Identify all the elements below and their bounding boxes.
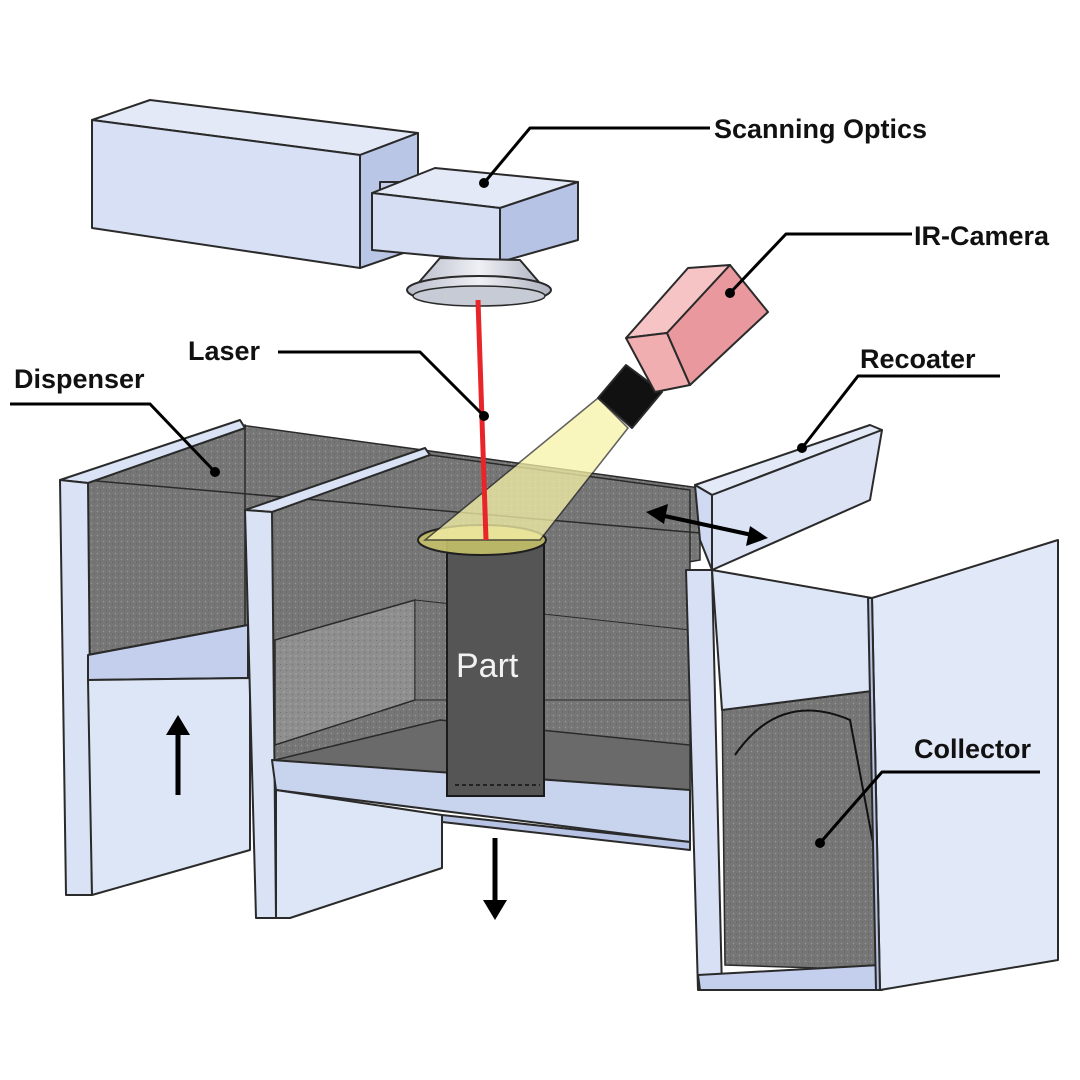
part-label: Part [456, 647, 519, 685]
leader-laser [278, 350, 486, 418]
label-ir-camera: IR-Camera [914, 221, 1050, 251]
motion-arrows [166, 504, 768, 920]
leader-collector [818, 770, 1040, 844]
label-scanning-optics: Scanning Optics [714, 114, 927, 144]
build-chamber-frame [271, 759, 691, 919]
label-collector: Collector [914, 734, 1032, 764]
recoater [694, 424, 883, 571]
ir-camera-unit [422, 264, 769, 541]
callouts: Scanning Optics IR-Camera Laser Dispense… [10, 114, 1050, 848]
ir-view-cone [422, 396, 630, 541]
label-dispenser: Dispenser [14, 364, 145, 394]
leader-dispenser [10, 402, 217, 474]
leader-ir-camera [728, 232, 912, 295]
label-recoater: Recoater [860, 344, 976, 374]
leader-recoater [800, 374, 1000, 449]
scanning-optics-unit [371, 167, 579, 307]
double-arrow-icon [659, 513, 753, 537]
label-laser: Laser [188, 336, 261, 366]
laser-source-box [91, 99, 419, 269]
leader-scanning-optics [482, 126, 710, 184]
dispenser-frame [59, 419, 431, 919]
collector-frame [685, 539, 1059, 991]
